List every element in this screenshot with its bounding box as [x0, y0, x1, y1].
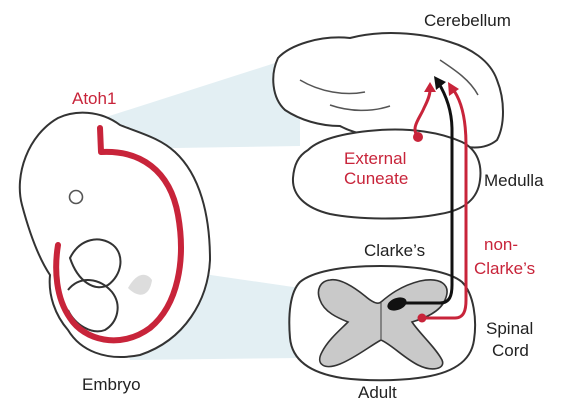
embryo [20, 113, 210, 357]
non-clarkes-neuron [418, 314, 427, 323]
label-clarkes: Clarke’s [364, 241, 425, 260]
label-adult: Adult [358, 383, 397, 402]
label-cord: Cord [492, 341, 529, 360]
label-atoh1: Atoh1 [72, 89, 116, 108]
label-spinal: Spinal [486, 319, 533, 338]
label-embryo: Embryo [82, 375, 141, 394]
label-non-clarkes: Clarke’s [474, 259, 535, 278]
label-cerebellum: Cerebellum [424, 11, 511, 30]
embryo-eye [70, 191, 83, 204]
label-external: External [344, 149, 406, 168]
label-cuneate: Cuneate [344, 169, 408, 188]
label-medulla: Medulla [484, 171, 544, 190]
label-non: non- [484, 235, 518, 254]
